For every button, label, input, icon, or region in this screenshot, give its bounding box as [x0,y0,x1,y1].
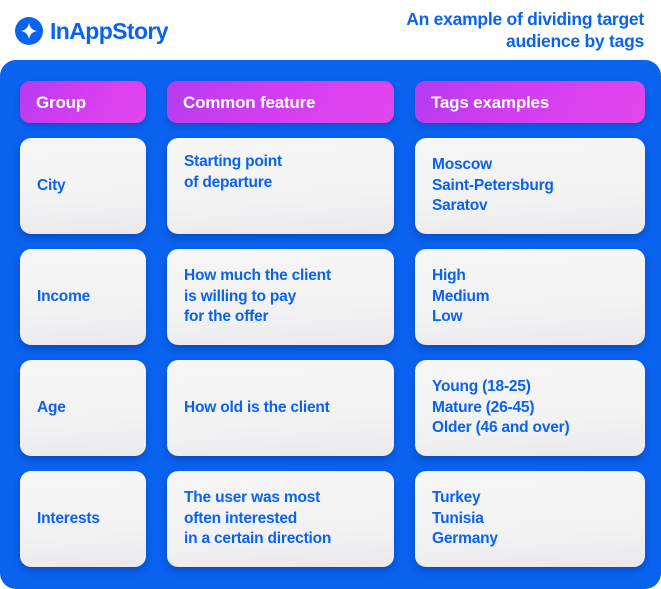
cell-text: Turkey Tunisia Germany [432,488,498,548]
cell-feature: How old is the client [167,360,394,456]
cell-group: Income [20,249,146,345]
cell-feature: How much the client is willing to pay fo… [167,249,394,345]
table-grid: Group Common feature Tags examples [20,81,645,567]
cell-text: How old is the client [184,398,330,416]
sparkle-four-point-icon [15,17,43,45]
cell-text: Age [37,398,66,416]
cell-tags: Young (18-25) Mature (26-45) Older (46 a… [415,360,645,456]
column-header-tags-examples: Tags examples [415,81,645,123]
cell-text: City [37,176,66,194]
table-header-row: Group Common feature Tags examples [20,81,645,123]
brand-name: InAppStory [50,17,169,44]
column-header-label: Tags examples [431,92,550,112]
cell-group: Interests [20,471,146,567]
top-bar: InAppStory An example of dividing target… [0,0,661,60]
cell-tags: Moscow Saint-Petersburg Saratov [415,138,645,234]
table-row: City Starting point of departure Moscow … [20,138,645,234]
column-header-label: Group [36,92,86,112]
column-header-label: Common feature [183,92,316,112]
cell-feature: Starting point of departure [167,138,394,234]
cell-feature: The user was most often interested in a … [167,471,394,567]
cell-text: Starting point of departure [184,153,282,191]
cell-text: Interests [37,509,100,527]
column-header-group: Group [20,81,146,123]
page-title: An example of dividing target audience b… [406,8,644,51]
cell-group: City [20,138,146,234]
cell-text: How much the client is willing to pay fo… [184,266,331,326]
cell-tags: Turkey Tunisia Germany [415,471,645,567]
table-row: Interests The user was most often intere… [20,471,645,567]
brand-logo: InAppStory [15,17,169,45]
column-header-common-feature: Common feature [167,81,394,123]
cell-text: Moscow Saint-Petersburg Saratov [432,155,554,215]
cell-text: The user was most often interested in a … [184,488,332,548]
table-row: Income How much the client is willing to… [20,249,645,345]
cell-text: Income [37,287,91,305]
table-row: Age How old is the client Young (18-25) … [20,360,645,456]
cell-group: Age [20,360,146,456]
cell-tags: High Medium Low [415,249,645,345]
cell-text: Young (18-25) Mature (26-45) Older (46 a… [432,377,570,437]
table-panel: Group Common feature Tags examples [0,60,661,589]
cell-text: High Medium Low [432,266,490,326]
